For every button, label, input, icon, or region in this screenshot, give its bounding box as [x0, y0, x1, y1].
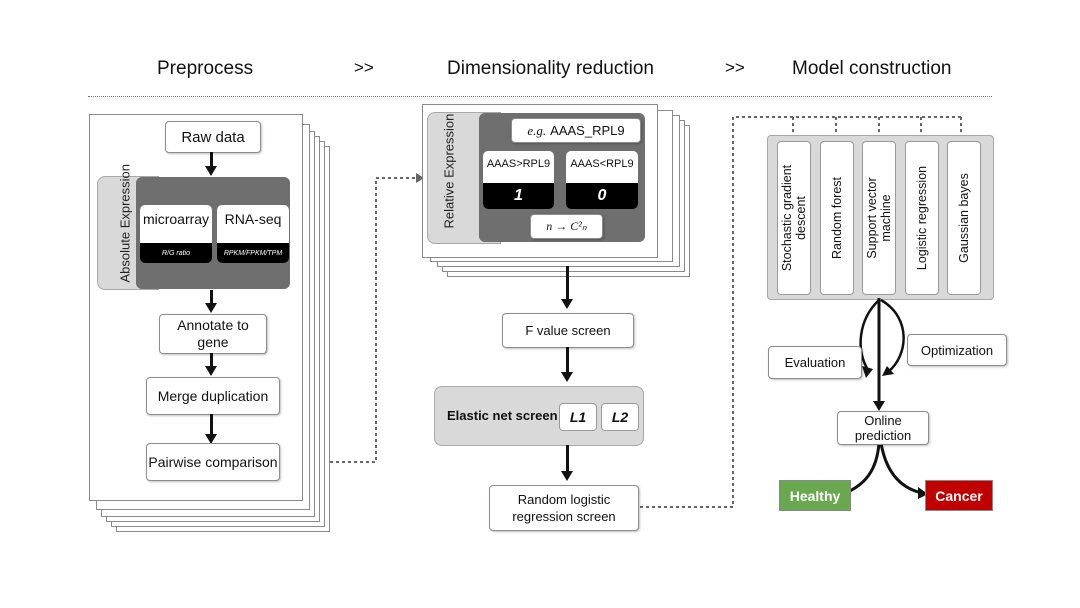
cancer-label: Cancer — [925, 480, 993, 511]
less-than-label: AAAS<RPL9 — [570, 158, 634, 170]
l1-tag: L1 — [559, 403, 597, 431]
l2-tag: L2 — [601, 403, 639, 431]
header-separator-1: >> — [354, 58, 374, 77]
arrow — [205, 414, 217, 444]
rnaseq-card: RNA-seq RPKM/FPKM/TPM — [217, 205, 289, 263]
classifier-random-forest: Random forest — [820, 141, 854, 295]
microarray-unit: R/G ratio — [140, 243, 212, 263]
header-divider — [88, 96, 992, 97]
annotate-to-gene-box: Annotate to gene — [159, 314, 267, 354]
classifier-sgd: Stochastic gradient descent — [777, 141, 811, 295]
elastic-net-label: Elastic net screen — [447, 408, 558, 423]
classifier-svm: Support vector machine — [862, 141, 896, 295]
evaluation-box: Evaluation — [768, 346, 862, 379]
header-separator-2: >> — [725, 58, 745, 77]
pairwise-comparison-box: Pairwise comparison — [146, 443, 280, 481]
rnaseq-unit: RPKM/FPKM/TPM — [217, 243, 289, 263]
greater-than-value: 1 — [483, 183, 554, 209]
greater-than-label: AAAS>RPL9 — [486, 158, 551, 170]
arrow — [561, 266, 573, 309]
random-logistic-screen-box: Random logistic regression screen — [489, 485, 639, 531]
header-dimensionality-reduction: Dimensionality reduction — [447, 58, 654, 79]
less-than-value: 0 — [566, 183, 638, 209]
arrow — [205, 353, 217, 376]
arrow — [205, 290, 217, 313]
f-value-screen-box: F value screen — [502, 313, 634, 348]
microarray-card: microarray R/G ratio — [140, 205, 212, 263]
optimization-box: Optimization — [907, 334, 1007, 366]
rnaseq-label: RNA-seq — [224, 211, 282, 227]
healthy-label: Healthy — [779, 480, 851, 511]
arrow — [205, 152, 217, 176]
greater-than-card: AAAS>RPL9 1 — [483, 151, 554, 209]
microarray-label: microarray — [142, 211, 210, 227]
arrow — [561, 347, 573, 382]
arrow — [561, 445, 573, 481]
online-prediction-box: Online prediction — [837, 411, 929, 445]
header-preprocess: Preprocess — [157, 58, 254, 79]
header-model-construction: Model construction — [792, 58, 952, 79]
raw-data-box: Raw data — [165, 121, 261, 153]
classifier-gaussian-bayes: Gaussian bayes — [947, 141, 981, 295]
gene-pair-example: e.g. AAAS_RPL9 — [511, 118, 641, 143]
merge-duplication-box: Merge duplication — [146, 377, 280, 415]
example-prefix: e.g. — [527, 123, 547, 138]
less-than-card: AAAS<RPL9 0 — [566, 151, 638, 209]
classifier-logistic-regression: Logistic regression — [905, 141, 939, 295]
combination-formula: n → C²ₙ — [530, 214, 603, 239]
example-pair: AAAS_RPL9 — [550, 123, 625, 138]
